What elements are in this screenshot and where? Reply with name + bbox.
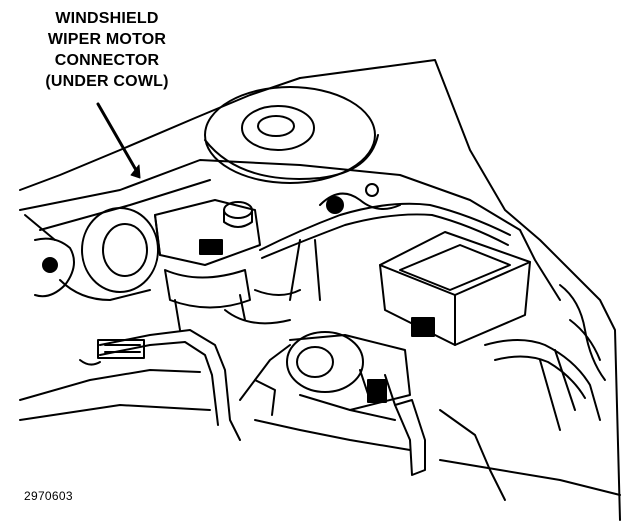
windshield-cowl [19, 59, 621, 521]
strut-tower [204, 86, 379, 184]
wiper-motor-connector-callout: WINDSHIELD WIPER MOTOR CONNECTOR (UNDER … [22, 8, 192, 92]
callout-line: CONNECTOR [54, 52, 160, 69]
callout-line: WINDSHIELD [55, 10, 159, 27]
master-cylinder-reservoir [154, 199, 261, 331]
mount-bracket [349, 399, 506, 501]
callout-leader [96, 102, 141, 179]
wiring-harness [224, 183, 511, 325]
figure-number: 2970603 [24, 489, 73, 503]
alternator [286, 331, 411, 411]
callout-line: (UNDER COWL) [45, 73, 169, 90]
callout-line: WIPER MOTOR [47, 31, 167, 48]
brake-booster [24, 207, 159, 301]
radiator-hoses [484, 284, 606, 431]
brake-lines [19, 329, 241, 441]
relay-box [379, 229, 561, 346]
frame-rail [239, 344, 621, 496]
